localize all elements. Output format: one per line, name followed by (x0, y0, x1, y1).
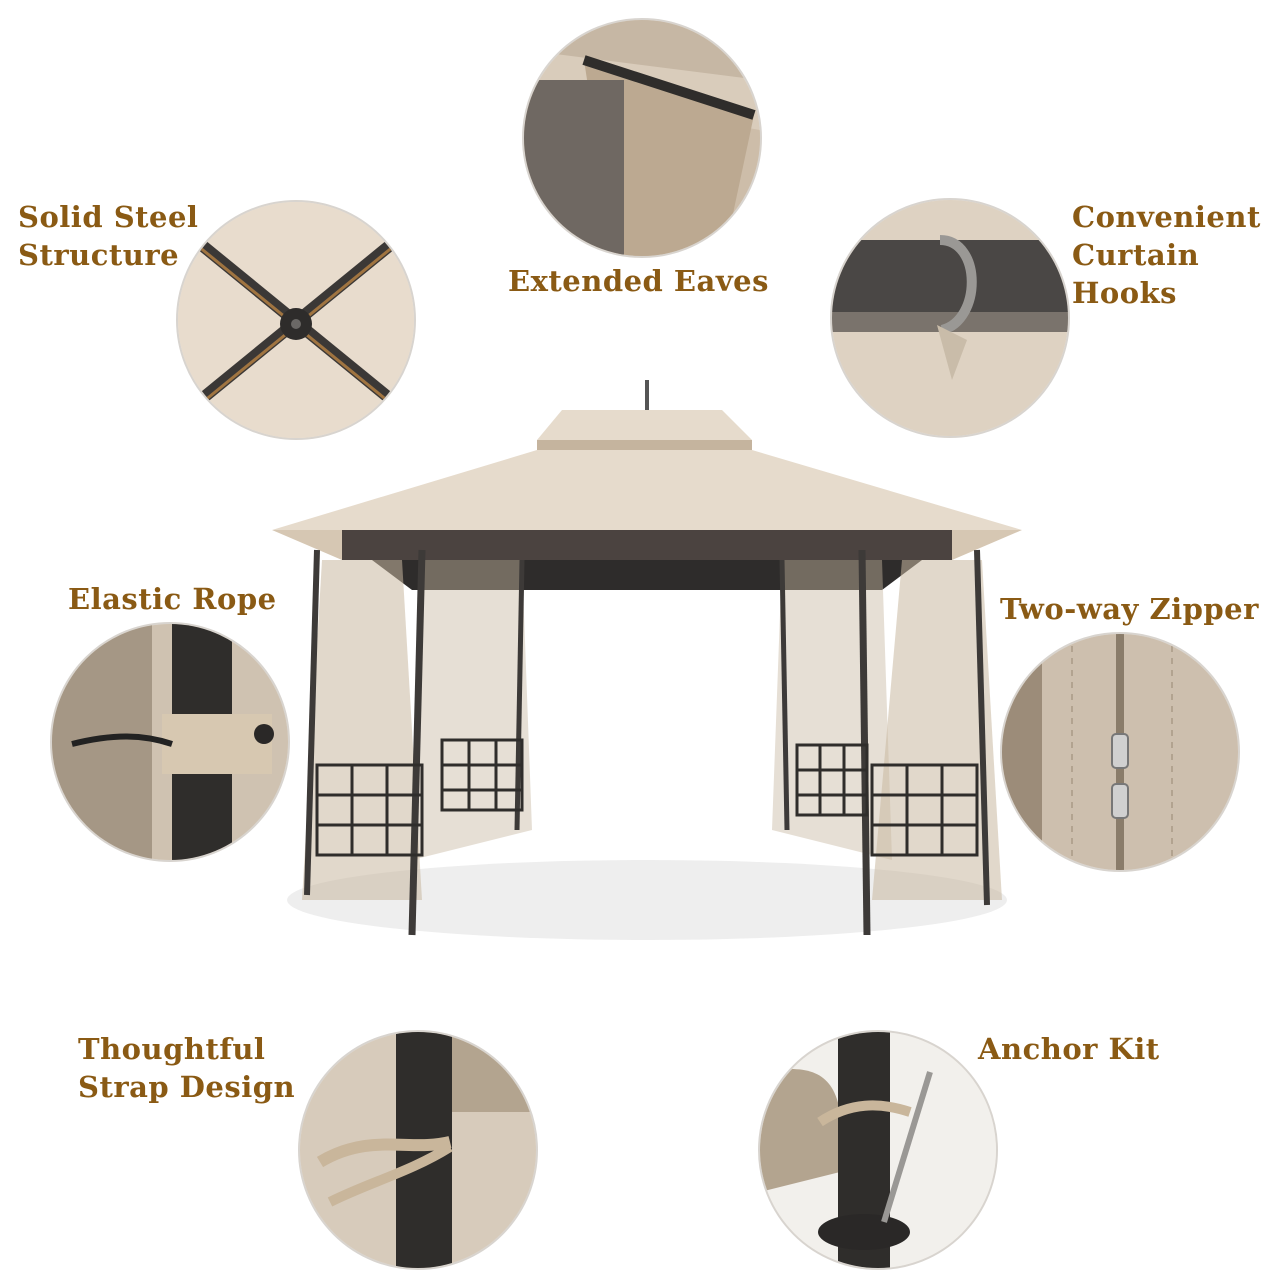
anchor-kit-detail-image (758, 1030, 998, 1270)
two-way-zipper-detail-image (1000, 632, 1240, 872)
label-thoughtful-strap-design: Thoughtful Strap Design (78, 1032, 296, 1104)
label-anchor-kit: Anchor Kit (978, 1032, 1160, 1066)
label-solid-steel-structure: Solid Steel Structure (18, 200, 199, 272)
steel-structure-detail-image (176, 200, 416, 440)
label-elastic-rope: Elastic Rope (68, 582, 277, 616)
curtain-hooks-detail-image (830, 198, 1070, 438)
label-convenient-curtain-hooks: Convenient Curtain Hooks (1072, 200, 1261, 310)
extended-eaves-detail-image (522, 18, 762, 258)
label-two-way-zipper: Two-way Zipper (1000, 592, 1259, 626)
elastic-rope-detail-image (50, 622, 290, 862)
gazebo-product-image (262, 360, 1032, 950)
label-extended-eaves: Extended Eaves (508, 264, 769, 298)
strap-design-detail-image (298, 1030, 538, 1270)
